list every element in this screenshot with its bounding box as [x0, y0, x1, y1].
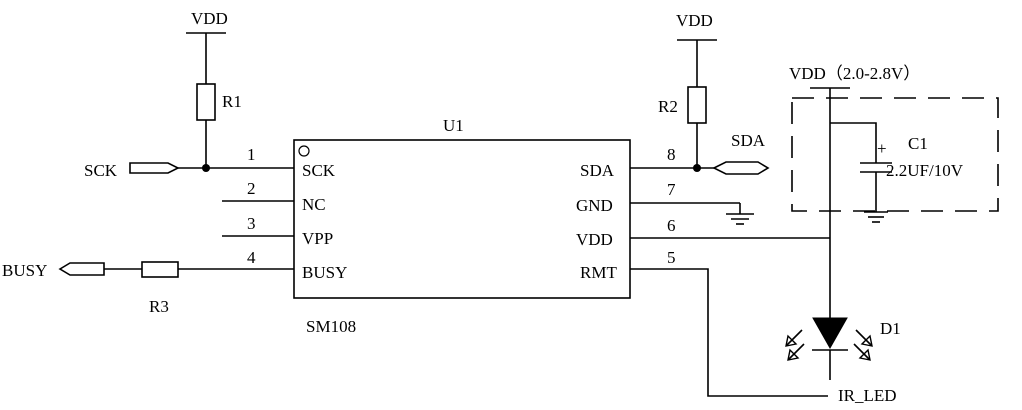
port-sck: SCK	[84, 161, 294, 180]
ground-symbol	[726, 203, 754, 225]
resistor-r2-label: R2	[658, 97, 678, 116]
pin-number: 6	[667, 216, 676, 235]
diode-d1-label: D1	[880, 319, 901, 338]
port-busy: BUSY	[2, 261, 142, 280]
pin-name: SDA	[580, 161, 615, 180]
vdd-label-r1: VDD	[191, 9, 228, 28]
chip-part-label: SM108	[306, 317, 356, 336]
pin-name: GND	[576, 196, 613, 215]
capacitor-polarity: +	[877, 139, 887, 158]
port-sda: SDA	[697, 131, 770, 175]
chip-ref-label: U1	[443, 116, 464, 135]
resistor-r3-label: R3	[149, 297, 169, 316]
port-busy-label: BUSY	[2, 261, 47, 280]
vdd-symbol-main: VDD（2.0-2.8V）	[789, 64, 920, 89]
vdd-label-r2: VDD	[676, 11, 713, 30]
resistor-r3	[141, 261, 179, 278]
pin-name: SCK	[302, 161, 336, 180]
resistor-r1	[196, 83, 216, 121]
vdd-symbol-r1: VDD	[186, 9, 228, 84]
pin-name: VDD	[576, 230, 613, 249]
pin-name: BUSY	[302, 263, 347, 282]
capacitor-c1: +	[830, 122, 892, 223]
pin-number: 3	[247, 214, 256, 233]
pin-name: NC	[302, 195, 326, 214]
pin-number: 8	[667, 145, 676, 164]
chip-pin1-marker	[298, 145, 310, 157]
port-sck-label: SCK	[84, 161, 118, 180]
vdd-symbol-r2: VDD	[676, 11, 717, 87]
capacitor-dashed-box	[791, 97, 999, 212]
vdd-label-main: VDD（2.0-2.8V）	[789, 64, 920, 83]
pin-number: 2	[247, 179, 256, 198]
capacitor-c1-label: C1	[908, 134, 928, 153]
chip-left-pins: 1 2 3 4 SCK NC VPP BUSY	[178, 145, 347, 282]
port-sda-label: SDA	[731, 131, 766, 150]
pin-number: 1	[247, 145, 256, 164]
ir-led-d1	[785, 317, 873, 380]
pin-number: 7	[667, 180, 676, 199]
pin-name: VPP	[302, 229, 333, 248]
resistor-r1-label: R1	[222, 92, 242, 111]
pin-name: RMT	[580, 263, 617, 282]
chip-body-u1	[293, 139, 631, 299]
pin-number: 4	[247, 248, 256, 267]
pin-number: 5	[667, 248, 676, 267]
resistor-r2	[687, 86, 707, 124]
ir-led-label: IR_LED	[838, 386, 897, 405]
capacitor-c1-value: 2.2UF/10V	[886, 161, 964, 180]
chip-right-pins: 8 7 6 5 SDA GND VDD RMT	[576, 145, 830, 397]
